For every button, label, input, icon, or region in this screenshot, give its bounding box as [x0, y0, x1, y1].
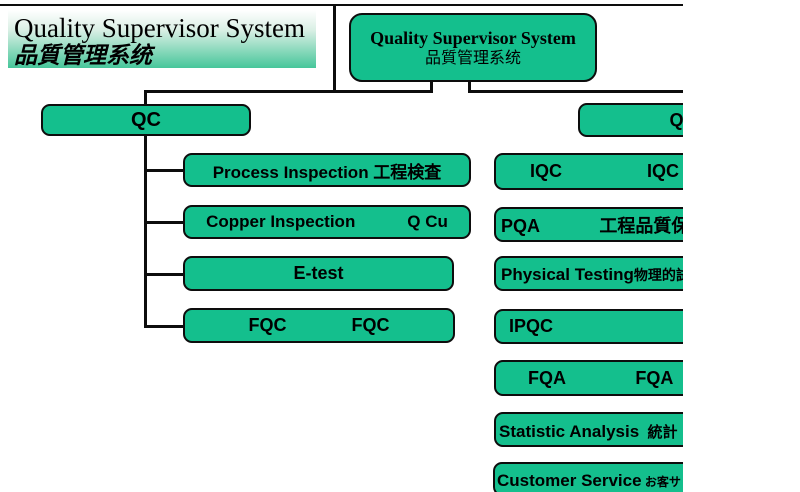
top-rule-line — [0, 4, 683, 6]
node-qc-label: QC — [131, 108, 161, 131]
node-process-inspection[interactable]: Process Inspection 工程検査 — [183, 153, 471, 187]
node-copper-inspection[interactable]: Copper Inspection Q Cu — [183, 205, 471, 239]
node-statistic-analysis[interactable]: Statistic Analysis 統計 — [494, 412, 683, 447]
root-title: Quality Supervisor System — [370, 27, 576, 48]
slide-content-area: Quality Supervisor System 品質管理系统 Quality… — [0, 4, 683, 492]
node-qa-label: QA — [669, 109, 684, 130]
node-customer-service-label: Customer Service — [497, 471, 642, 490]
node-statistic-analysis-label: Statistic Analysis — [499, 422, 640, 441]
node-pqa[interactable]: PQA 工程品質保 — [494, 207, 683, 242]
node-fqc-label: FQC FQC — [248, 315, 390, 335]
node-fqa-label: FQA FQA — [528, 367, 674, 388]
qc-branch-vertical-line — [144, 136, 147, 327]
qc-child-stub-1 — [144, 169, 185, 172]
node-customer-service[interactable]: Customer Service お客サ — [493, 462, 683, 492]
qc-child-stub-4 — [144, 325, 185, 328]
node-copper-inspection-label: Copper Inspection Q Cu — [206, 212, 448, 231]
connector-right-horizontal — [468, 90, 683, 93]
banner-subtitle: 品質管理系统 — [14, 43, 152, 68]
node-process-inspection-label: Process Inspection 工程検査 — [212, 162, 442, 182]
root-stub-right-line — [468, 82, 471, 92]
node-ipqc[interactable]: IPQC — [494, 309, 683, 344]
node-physical-testing-label-jp: 物理的試 — [633, 267, 683, 283]
root-subtitle: 品質管理系统 — [424, 49, 521, 67]
connector-left-horizontal — [144, 90, 433, 93]
node-physical-testing-label: Physical Testing — [501, 265, 634, 284]
node-fqc[interactable]: FQC FQC — [183, 308, 455, 343]
qc-child-stub-2 — [144, 221, 185, 224]
node-physical-testing[interactable]: Physical Testing 物理的試 — [494, 256, 683, 291]
node-qa[interactable]: QA — [578, 103, 683, 137]
node-e-test[interactable]: E-test — [183, 256, 454, 291]
node-iqc-label: IQC IQC — [530, 161, 680, 181]
node-e-test-label: E-test — [293, 263, 344, 283]
node-root[interactable]: Quality Supervisor System 品質管理系统 — [349, 13, 597, 82]
connector-drop-to-qc — [144, 90, 147, 104]
root-stub-left-line — [430, 82, 433, 92]
node-fqa[interactable]: FQA FQA — [494, 360, 683, 396]
qc-child-stub-3 — [144, 273, 185, 276]
banner-title: Quality Supervisor System — [14, 13, 305, 43]
vertical-divider-line — [333, 4, 336, 93]
node-ipqc-label: IPQC — [509, 316, 554, 336]
title-banner[interactable]: Quality Supervisor System 品質管理系统 — [8, 10, 316, 68]
node-customer-service-label-jp: お客サ — [641, 475, 681, 489]
node-qc[interactable]: QC — [41, 104, 251, 136]
node-iqc[interactable]: IQC IQC — [494, 153, 683, 190]
node-pqa-label: PQA 工程品質保 — [501, 215, 683, 236]
node-statistic-analysis-label-jp: 統計 — [639, 424, 678, 441]
